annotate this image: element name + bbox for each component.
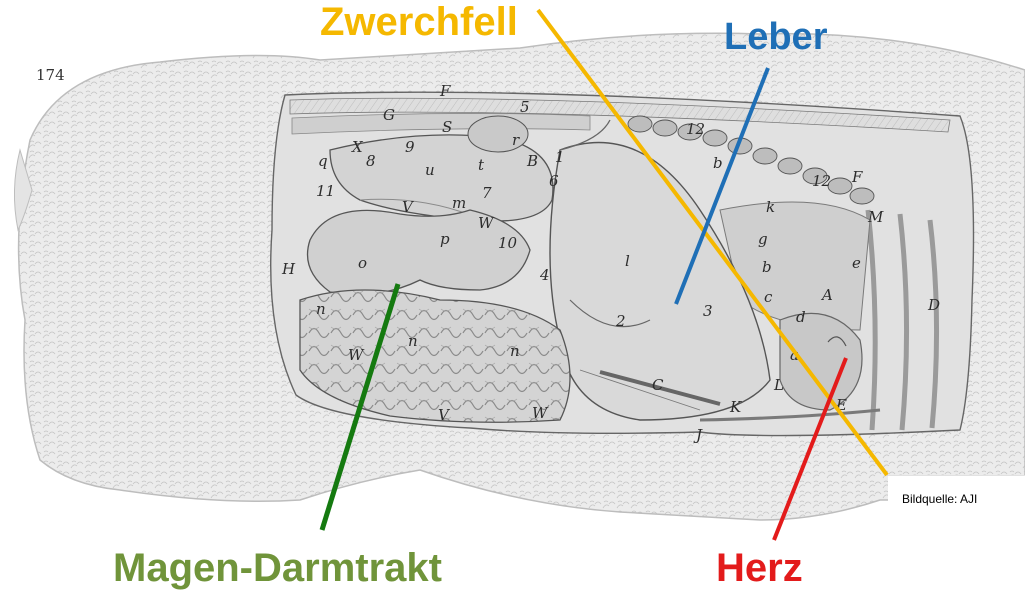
- illustration-letter: d: [796, 308, 806, 326]
- image-credit-box: Bildquelle: AJI: [888, 475, 1025, 520]
- illustration-letter: 7: [482, 184, 492, 202]
- illustration-letter: 3: [703, 302, 713, 320]
- label-zwerchfell: Zwerchfell: [320, 2, 518, 42]
- illustration-letter: 10: [498, 234, 518, 252]
- illustration-letter: 9: [405, 138, 415, 156]
- image-credit: Bildquelle: AJI: [902, 492, 977, 506]
- illustration-letter: 6: [549, 172, 559, 190]
- illustration-letter: H: [281, 260, 296, 278]
- illustration-letter: K: [729, 398, 742, 416]
- label-magen-darmtrakt: Magen-Darmtrakt: [113, 548, 442, 588]
- illustration-letter: q: [318, 152, 328, 170]
- illustration-letter: G: [383, 106, 395, 124]
- illustration-letter: u: [425, 161, 435, 179]
- label-leber: Leber: [724, 18, 827, 56]
- illustration-letter: W: [348, 346, 365, 364]
- illustration-letter: W: [532, 404, 549, 422]
- illustration-letter: 2: [615, 312, 626, 330]
- illustration-letter: B: [526, 152, 538, 170]
- illustration-letter: 12: [686, 120, 705, 138]
- illustration-letter: p: [440, 230, 450, 248]
- illustration-letter: L: [773, 376, 784, 394]
- illustration-letter: F: [439, 82, 451, 100]
- illustration-letter: 5: [520, 98, 530, 116]
- illustration-letter: A: [820, 286, 833, 304]
- illustration-letter: X: [351, 138, 364, 156]
- illustration-letter: n: [510, 342, 520, 360]
- illustration-letter: t: [478, 156, 485, 174]
- illustration-letter: l: [625, 252, 630, 270]
- illustration-letter: 11: [316, 182, 335, 200]
- illustration-letter: 4: [539, 266, 550, 284]
- illustration-letter: C: [652, 376, 664, 394]
- illustration-letter: r: [512, 131, 520, 149]
- illustration-letter: b: [713, 154, 723, 172]
- illustration-letter: m: [452, 194, 466, 212]
- illustration-letter: F: [851, 168, 863, 186]
- illustration-letter: g: [758, 230, 768, 248]
- illustration-letter: n: [316, 300, 326, 318]
- illustration-letter: k: [766, 198, 775, 216]
- illustration-letter: c: [764, 288, 773, 306]
- illustration-letter: S: [442, 118, 452, 136]
- label-herz: Herz: [716, 548, 803, 588]
- illustration-letter: 8: [366, 152, 376, 170]
- illustration-letter: W: [478, 214, 495, 232]
- illustration-letter: D: [927, 296, 940, 314]
- illustration-letter: M: [867, 208, 884, 226]
- illustration-letter: e: [852, 254, 861, 272]
- illustration-letter: o: [358, 254, 367, 272]
- illustration-letter: 12: [812, 172, 831, 190]
- plate-number: 174: [36, 66, 65, 84]
- illustration-letter: b: [762, 258, 772, 276]
- illustration-letter: n: [408, 332, 418, 350]
- illustration-letter: 1: [555, 148, 565, 166]
